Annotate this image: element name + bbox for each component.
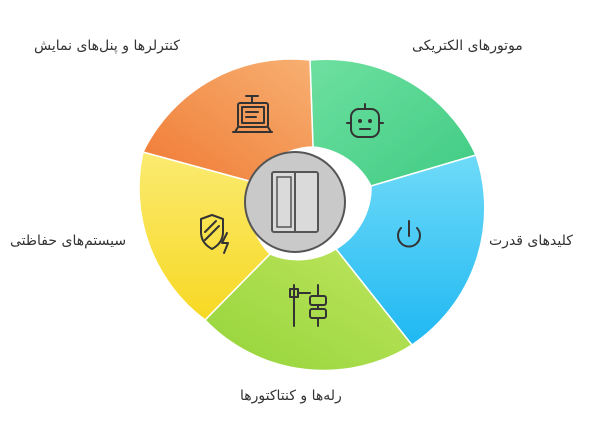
shield-bolt-icon — [200, 214, 229, 254]
label-motors: موتورهای الکتریکی — [412, 38, 523, 54]
relay-icon — [289, 284, 327, 327]
robot-icon — [346, 103, 384, 138]
segment-switches — [334, 154, 486, 347]
panel-icon — [271, 171, 319, 233]
label-safety: سیستم‌های حفاظتی — [10, 233, 127, 249]
label-relays: رله‌ها و کنتاکتورها — [240, 388, 342, 404]
label-switches: کلیدهای قدرت — [489, 233, 573, 249]
control-panel-icon — [232, 95, 273, 133]
label-panels: کنترلرها و پنل‌های نمایش — [34, 38, 180, 54]
power-icon — [397, 220, 421, 248]
segment-motors — [309, 58, 478, 187]
segment-relays — [203, 248, 414, 372]
